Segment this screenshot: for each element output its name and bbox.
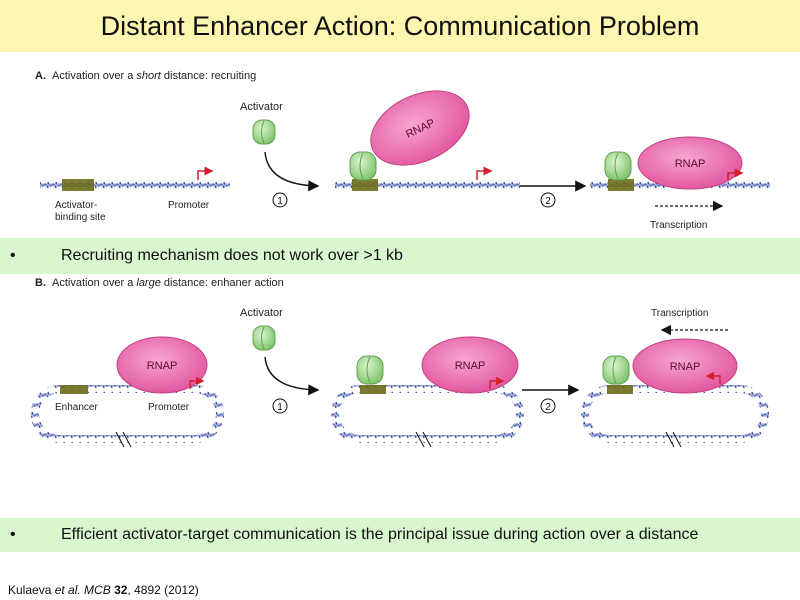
- enhancer-site: [360, 385, 386, 394]
- break-mark-icon: [415, 431, 425, 448]
- rnap-label: RNAP: [455, 360, 486, 372]
- citation-rest: , 4892 (2012): [127, 583, 199, 597]
- step-2-number: 2: [545, 402, 551, 413]
- activator-protein-icon: [604, 151, 632, 181]
- panel-b-label-pre: Activation over a: [52, 277, 137, 289]
- panel-a-label: A. Activation over a short distance: recr…: [35, 70, 256, 82]
- activator-binding-site: [62, 179, 94, 191]
- step-1-arrow-icon: [264, 356, 320, 396]
- panel-a-letter: A.: [35, 70, 46, 82]
- rnap-icon: [116, 336, 208, 394]
- activator-protein-icon: [252, 119, 276, 145]
- promoter-arrow-icon: [189, 376, 205, 389]
- dna-loop: [581, 385, 769, 443]
- citation-author: Kulaeva: [8, 583, 55, 597]
- step-2-number: 2: [545, 196, 551, 207]
- bullet-bar-1: • Recruiting mechanism does not work ove…: [0, 238, 800, 274]
- bullet-bar-2: • Efficient activator-target communicati…: [0, 518, 800, 552]
- promoter-arrow-icon: [727, 168, 744, 180]
- activator-protein-icon: [252, 325, 276, 351]
- promoter-label: Promoter: [148, 402, 190, 413]
- binding-site-label-line1: Activator-: [55, 200, 97, 211]
- break-mark-icon: [672, 431, 682, 448]
- bullet-text: Efficient activator-target communication…: [61, 526, 699, 543]
- activator-protein-icon: [356, 355, 384, 385]
- panel-a-diagram: Activator- binding site Promoter Activat…: [40, 90, 770, 231]
- bullet-dot: •: [10, 247, 16, 264]
- citation-journal: MCB: [80, 583, 115, 597]
- step-1-circle-icon: [272, 192, 288, 208]
- promoter-arrow-icon: [197, 166, 214, 180]
- title-bar: Distant Enhancer Action: Communication P…: [0, 0, 800, 52]
- citation-etal: et al.: [54, 583, 81, 597]
- bullet-text: Recruiting mechanism does not work over …: [61, 247, 403, 264]
- dna-loop: [331, 385, 524, 443]
- slide-title: Distant Enhancer Action: Communication P…: [100, 11, 700, 41]
- activator-label: Activator: [240, 101, 283, 113]
- activator-protein-icon: [602, 355, 630, 385]
- step-1-arrow-icon: [264, 151, 320, 192]
- transcription-label: Transcription: [650, 220, 707, 231]
- step-1-circle-icon: [272, 398, 288, 414]
- break-mark-icon: [115, 431, 125, 448]
- panel-a-label-post: distance: recruiting: [160, 70, 257, 82]
- rnap-icon: [370, 90, 470, 166]
- step-2-circle-icon: [540, 398, 556, 414]
- citation: Kulaeva et al. MCB 32, 4892 (2012): [8, 583, 199, 597]
- activator-binding-site: [608, 179, 634, 191]
- promoter-arrow-icon: [489, 376, 505, 389]
- rnap-label: RNAP: [670, 361, 701, 373]
- panel-b-label-em: large: [136, 277, 161, 289]
- enhancer-label: Enhancer: [55, 402, 98, 413]
- rnap-icon: [637, 136, 743, 190]
- dna-strand: [335, 180, 520, 190]
- activator-binding-site: [352, 179, 378, 191]
- binding-site-label-line2: binding site: [55, 212, 106, 223]
- dna-strand: [40, 180, 230, 190]
- break-mark-icon: [422, 431, 432, 448]
- activator-label: Activator: [240, 307, 283, 319]
- panel-b-label: B. Activation over a large distance: enha…: [35, 277, 284, 289]
- panel-b-label-post: distance: enhaner action: [160, 277, 284, 289]
- panel-b-diagram: RNAP Enhancer Promoter Activator 1 RNAP …: [31, 307, 769, 448]
- rnap-label: RNAP: [147, 360, 178, 372]
- step-2-circle-icon: [540, 192, 556, 208]
- break-mark-icon: [665, 431, 675, 448]
- promoter-label: Promoter: [168, 200, 210, 211]
- rnap-label: RNAP: [675, 158, 706, 170]
- panel-b-letter: B.: [35, 277, 46, 289]
- enhancer-site: [60, 385, 88, 394]
- rnap-icon: [421, 336, 519, 394]
- panel-a-label-pre: Activation over a: [52, 70, 137, 82]
- promoter-arrow-icon: [705, 371, 721, 384]
- step-1-number: 1: [277, 196, 283, 207]
- citation-volume: 32: [114, 583, 128, 597]
- panel-a-label-em: short: [136, 70, 161, 82]
- enhancer-site: [607, 385, 633, 394]
- promoter-arrow-icon: [476, 166, 493, 180]
- activator-protein-icon: [349, 151, 377, 181]
- break-mark-icon: [122, 431, 132, 448]
- step-1-number: 1: [277, 402, 283, 413]
- transcription-label: Transcription: [651, 308, 708, 319]
- dna-loop: [31, 385, 224, 443]
- bullet-dot: •: [10, 526, 16, 543]
